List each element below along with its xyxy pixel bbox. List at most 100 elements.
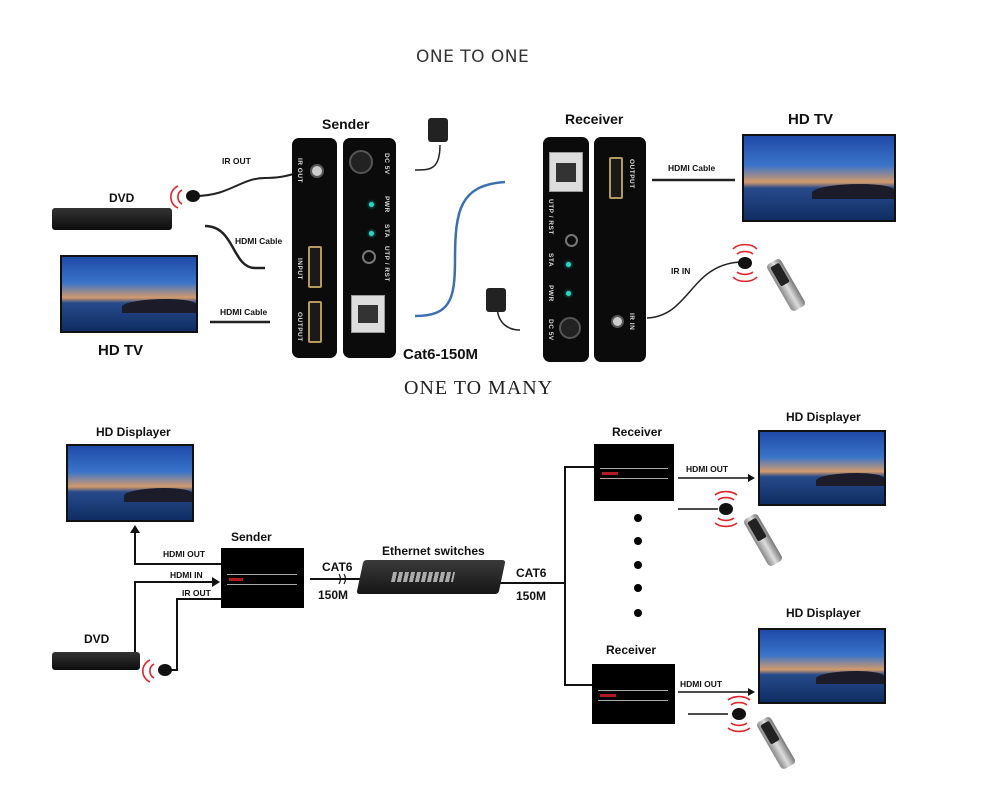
rj45-port[interactable] bbox=[549, 152, 583, 192]
sender-hdmi-input-port[interactable] bbox=[308, 246, 322, 288]
receiver1-hdmi-out-label: HDMI OUT bbox=[686, 464, 729, 474]
sender-port-dc5v: DC 5V bbox=[383, 153, 390, 175]
receiver-port-dc5v: DC 5V bbox=[547, 319, 554, 341]
ir-receiver-icon bbox=[738, 257, 752, 269]
sender-label: Sender bbox=[322, 116, 370, 132]
ellipsis-dot bbox=[634, 514, 642, 522]
ir-out-label: IR OUT bbox=[182, 588, 211, 598]
dvd-label: DVD bbox=[84, 632, 110, 646]
cat6-cable bbox=[414, 180, 506, 318]
receiver-port-ir-in: IR IN bbox=[628, 313, 635, 331]
hd-displayer1 bbox=[758, 430, 886, 506]
one-to-one-title: ONE TO ONE bbox=[416, 47, 530, 67]
receiver-port-sta: STA bbox=[547, 253, 554, 268]
receiver-port-pwr: PWR bbox=[547, 285, 554, 302]
sender-port-output: OUTPUT bbox=[296, 312, 303, 342]
cable-right-bottom-label: 150M bbox=[516, 589, 547, 603]
receiver1-box bbox=[594, 444, 674, 501]
reset-button[interactable] bbox=[362, 250, 376, 264]
receiver2-label: Receiver bbox=[606, 643, 657, 657]
cable-break-marks bbox=[338, 573, 347, 585]
sender-box bbox=[221, 548, 304, 608]
hd-displayer-left bbox=[66, 444, 194, 522]
hdmi-cable-output-label: HDMI Cable bbox=[220, 307, 268, 317]
cable-right-top-label: CAT6 bbox=[516, 566, 547, 580]
ir-out-line bbox=[170, 598, 222, 671]
sender-port-sta: STA bbox=[383, 224, 390, 239]
sender-port-utp-rst: UTP / RST bbox=[383, 246, 390, 282]
receiver-port-utp-rst: UTP / RST bbox=[547, 199, 554, 235]
receiver-bus-line bbox=[564, 466, 594, 686]
ir-out-jack[interactable] bbox=[310, 164, 324, 178]
cable-left-top-label: CAT6 bbox=[322, 560, 353, 574]
sender-label: Sender bbox=[231, 530, 272, 544]
pwr-led-icon bbox=[566, 291, 571, 296]
hdmi-out-label: HDMI OUT bbox=[163, 549, 206, 559]
hd-tv-right-label: HD TV bbox=[788, 111, 833, 128]
sender-port-pwr: PWR bbox=[383, 196, 390, 213]
receiver2-hdmi-out-label: HDMI OUT bbox=[680, 679, 723, 689]
ir-wave-icons bbox=[142, 185, 758, 733]
sender-port-ir-out: IR OUT bbox=[296, 158, 303, 184]
dvd-label: DVD bbox=[109, 191, 135, 205]
cable-left-bottom-label: 150M bbox=[318, 588, 349, 602]
ethernet-switch bbox=[356, 560, 506, 594]
receiver-left-panel: UTP / RST STA PWR DC 5V bbox=[543, 137, 589, 362]
receiver2-box bbox=[592, 664, 675, 724]
sender-power-cable bbox=[414, 144, 441, 171]
dvd-player bbox=[52, 652, 140, 670]
sta-led-icon bbox=[566, 262, 571, 267]
ellipsis-dot bbox=[634, 584, 642, 592]
sender-port-input: INPUT bbox=[296, 258, 303, 280]
hdmi-cable-input-label: HDMI Cable bbox=[235, 236, 283, 246]
dvd-player bbox=[52, 208, 172, 230]
receiver1-label: Receiver bbox=[612, 425, 663, 439]
hd-displayer2-label: HD Displayer bbox=[786, 606, 861, 620]
cable-spec-label: Cat6-150M bbox=[403, 346, 479, 363]
hd-tv-left bbox=[60, 255, 198, 333]
ir-in-jack[interactable] bbox=[611, 315, 624, 328]
sender-hdmi-output-port[interactable] bbox=[308, 301, 322, 343]
sender-left-panel: IR OUT INPUT OUTPUT bbox=[292, 138, 337, 358]
ethernet-switch-label: Ethernet switches bbox=[382, 544, 485, 558]
ir-out-label: IR OUT bbox=[222, 156, 251, 166]
receiver2-hdmi-out-arrowhead bbox=[748, 688, 755, 696]
hd-displayer-left-label: HD Displayer bbox=[96, 425, 171, 439]
ellipsis-dot bbox=[634, 537, 642, 545]
sender-right-panel: DC 5V PWR STA UTP / RST bbox=[343, 138, 396, 358]
hdmi-cable-receiver-label: HDMI Cable bbox=[668, 163, 716, 173]
ellipsis-dot bbox=[634, 561, 642, 569]
dc-power-jack[interactable] bbox=[559, 317, 581, 339]
power-adapter-icon bbox=[428, 118, 448, 142]
ir-receiver-icon bbox=[732, 708, 746, 720]
hd-tv-right bbox=[742, 134, 896, 222]
hdmi-out-arrowhead bbox=[130, 525, 140, 533]
ir-in-label: IR IN bbox=[671, 266, 691, 276]
receiver1-hdmi-out-arrowhead bbox=[748, 474, 755, 482]
rj45-port[interactable] bbox=[351, 295, 385, 333]
ir-in-cable bbox=[646, 261, 741, 319]
receiver-port-output: OUTPUT bbox=[628, 159, 635, 189]
ir-receiver-icon bbox=[719, 503, 733, 515]
hd-displayer1-label: HD Displayer bbox=[786, 410, 861, 424]
ir-out-cable bbox=[194, 171, 304, 197]
reset-button[interactable] bbox=[565, 234, 578, 247]
dc-power-jack[interactable] bbox=[349, 150, 373, 174]
ir-emitter-icon bbox=[186, 190, 200, 202]
pwr-led-icon bbox=[369, 202, 374, 207]
one-to-many-title: ONE TO MANY bbox=[404, 377, 554, 399]
receiver-hdmi-output-port[interactable] bbox=[609, 157, 623, 199]
hd-displayer2 bbox=[758, 628, 886, 704]
ir-emitter-icon bbox=[158, 664, 172, 676]
hd-tv-left-label: HD TV bbox=[98, 342, 143, 359]
hdmi-in-line bbox=[134, 581, 216, 660]
hdmi-input-cable bbox=[204, 224, 265, 270]
hdmi-in-arrowhead bbox=[212, 577, 220, 587]
hdmi-in-label: HDMI IN bbox=[170, 570, 203, 580]
receiver-right-panel: OUTPUT IR IN bbox=[594, 137, 646, 362]
ellipsis-dot bbox=[634, 609, 642, 617]
sta-led-icon bbox=[369, 231, 374, 236]
power-adapter-icon bbox=[486, 288, 506, 312]
receiver-label: Receiver bbox=[565, 111, 624, 127]
